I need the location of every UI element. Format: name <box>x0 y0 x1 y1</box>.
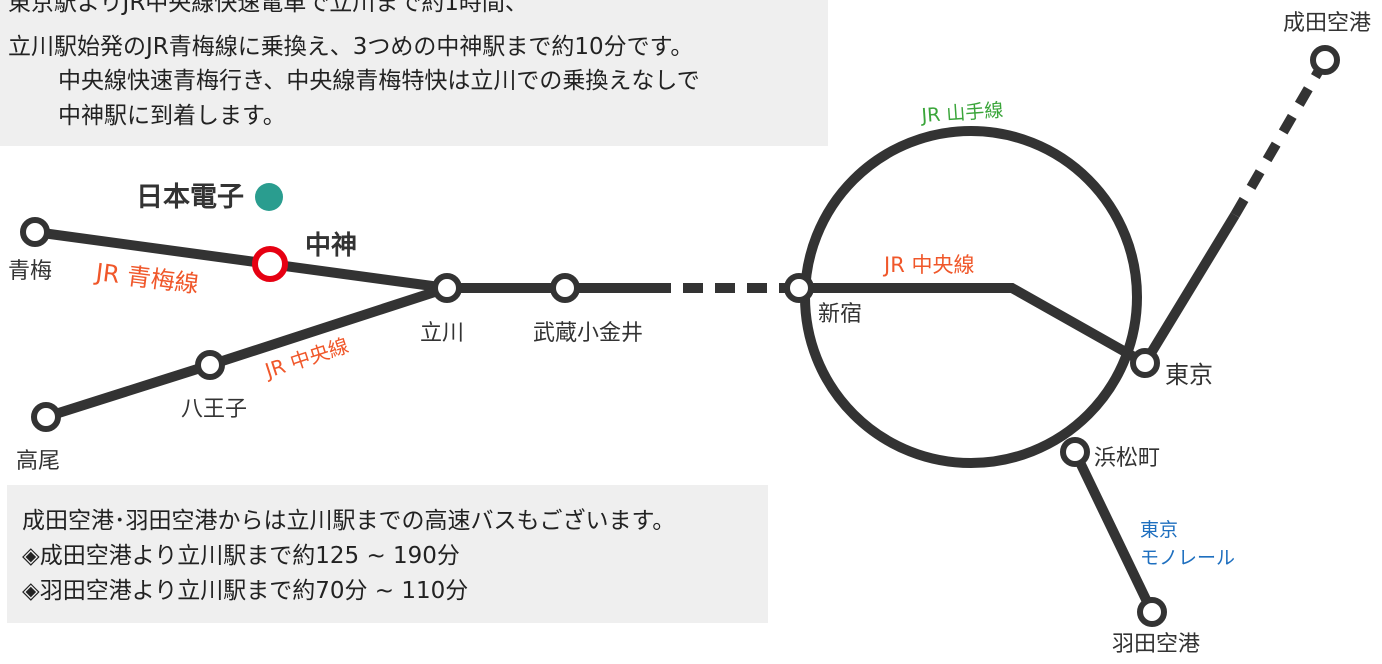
info-panel-bottom: 成田空港･羽田空港からは立川駅までの高速バスもございます。 ◈成田空港より立川駅… <box>7 485 768 623</box>
info-bottom-line-2: ◈成田空港より立川駅まで約125 ~ 190分 <box>22 543 460 569</box>
line-label-monorail-1: 東京 <box>1140 519 1178 541</box>
station-label-musashikoganei: 武蔵小金井 <box>533 321 643 346</box>
line-label-chuo-east: JR 中央線 <box>882 253 974 277</box>
station-marker-nakagami <box>252 246 288 282</box>
station-label-tachikawa: 立川 <box>420 321 464 346</box>
station-label-haneda: 羽田空港 <box>1112 632 1200 657</box>
track-ome-line <box>34 227 448 293</box>
track-narita-solid <box>1140 212 1240 366</box>
info-panel-top: 東京駅よりJR中央線快速電車で立川まで約1時間、 立川駅始発のJR青梅線に乗換え… <box>0 0 828 146</box>
station-label-narita: 成田空港 <box>1283 11 1371 36</box>
station-label-hamamatsucho: 浜松町 <box>1094 446 1160 471</box>
station-label-nakagami: 中神 <box>305 231 357 261</box>
company-label: 日本電子 <box>136 182 244 213</box>
track-narita-dashed <box>1230 57 1330 218</box>
station-marker-takao <box>31 402 61 432</box>
company-marker <box>255 183 283 211</box>
track-chuo-line-east <box>799 283 1148 368</box>
info-bottom-line-3: ◈羽田空港より立川駅まで約70分 ~ 110分 <box>22 578 469 604</box>
station-marker-tokyo <box>1130 348 1160 378</box>
info-bottom-line-1: 成田空港･羽田空港からは立川駅までの高速バスもございます。 <box>22 508 676 534</box>
info-top-line-4: 中神駅に到着します。 <box>58 103 286 129</box>
station-marker-shinjuku <box>784 273 814 303</box>
station-marker-narita <box>1310 45 1340 75</box>
station-marker-haneda <box>1137 597 1167 627</box>
track-yamanote-loop <box>800 126 1142 468</box>
station-marker-tachikawa <box>432 273 462 303</box>
station-label-shinjuku: 新宿 <box>818 302 862 327</box>
track-monorail <box>1070 449 1157 615</box>
station-marker-ome <box>20 217 50 247</box>
station-label-tokyo: 東京 <box>1165 361 1213 389</box>
station-marker-musashikoganei <box>550 273 580 303</box>
station-marker-hamamatsucho <box>1060 437 1090 467</box>
line-label-monorail-2: モノレール <box>1140 547 1235 569</box>
line-label-yamanote: JR 山手線 <box>920 99 1004 127</box>
info-top-line-1: 東京駅よりJR中央線快速電車で立川まで約1時間、 <box>8 0 528 16</box>
station-marker-hachioji <box>195 350 225 380</box>
line-label-ome: JR 青梅線 <box>92 258 200 299</box>
station-label-ome: 青梅 <box>8 259 52 284</box>
info-top-line-3: 中央線快速青梅行き、中央線青梅特快は立川での乗換えなしで <box>58 68 700 94</box>
info-top-line-2: 立川駅始発のJR青梅線に乗換え、3つめの中神駅まで約10分です。 <box>8 34 694 60</box>
station-label-takao: 高尾 <box>16 449 60 474</box>
line-label-monorail: 東京 モノレール <box>1140 519 1235 569</box>
station-label-hachioji: 八王子 <box>181 397 247 422</box>
